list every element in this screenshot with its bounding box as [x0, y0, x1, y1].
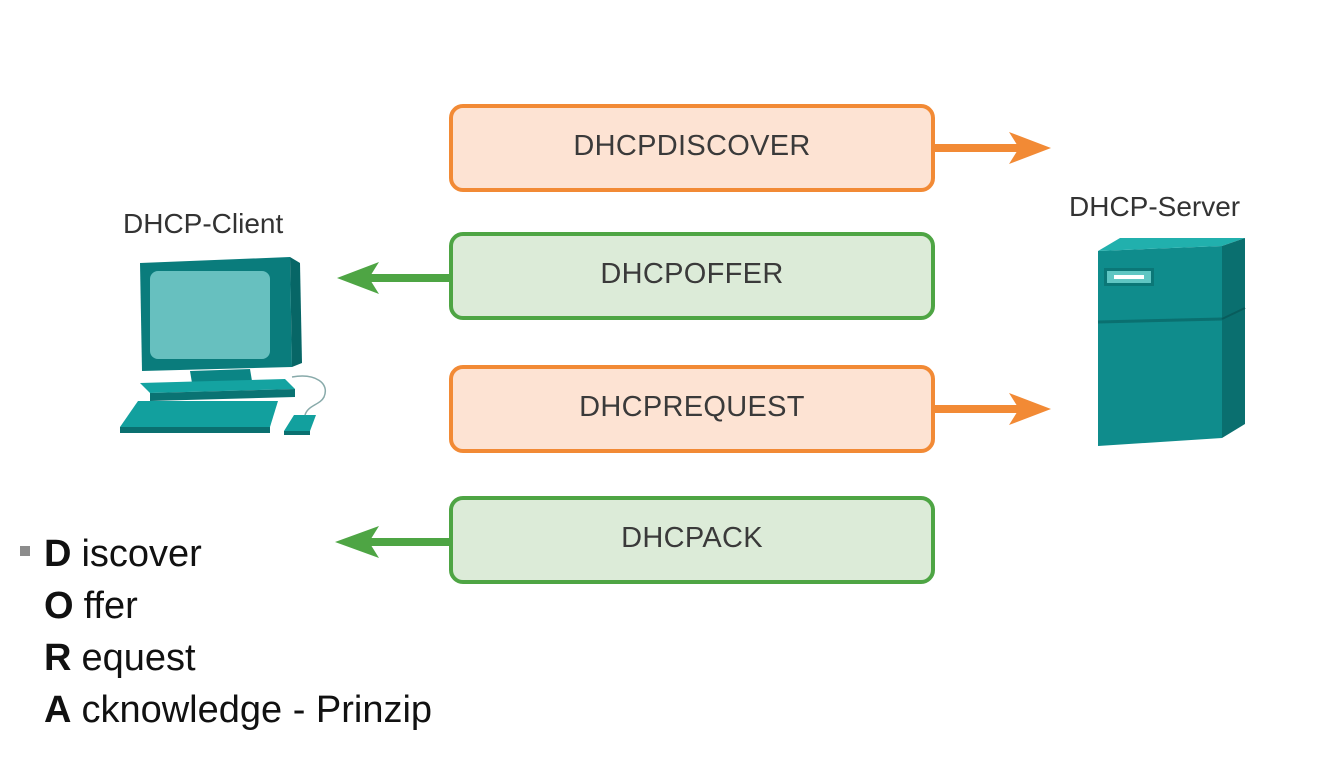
bullet-square-icon — [20, 546, 30, 556]
dora-letter: A — [44, 689, 72, 731]
request-arrow-right-icon — [935, 393, 1051, 425]
dora-word: equest — [81, 637, 196, 679]
offer-arrow-left-icon — [337, 262, 452, 294]
dora-word: ffer — [83, 585, 138, 627]
dhcpoffer-message: DHCPOFFER — [449, 232, 935, 320]
server-tower-icon — [1097, 238, 1246, 446]
ack-arrow-left-icon — [335, 526, 452, 558]
dhcpdiscover-message: DHCPDISCOVER — [449, 104, 935, 192]
dora-letter: R — [44, 637, 72, 679]
dhcp-client-label: DHCP-Client — [123, 208, 284, 239]
desktop-computer-icon — [120, 257, 327, 435]
dhcp-server-label: DHCP-Server — [1069, 191, 1241, 222]
dhcpack-message: DHCPACK — [449, 496, 935, 584]
dora-letter: D — [44, 533, 72, 575]
dora-word: iscover — [81, 533, 202, 575]
dora-word: cknowledge - Prinzip — [81, 689, 433, 731]
dhcprequest-message: DHCPREQUEST — [449, 365, 935, 453]
dora-letter: O — [44, 585, 74, 627]
discover-arrow-right-icon — [935, 132, 1051, 164]
